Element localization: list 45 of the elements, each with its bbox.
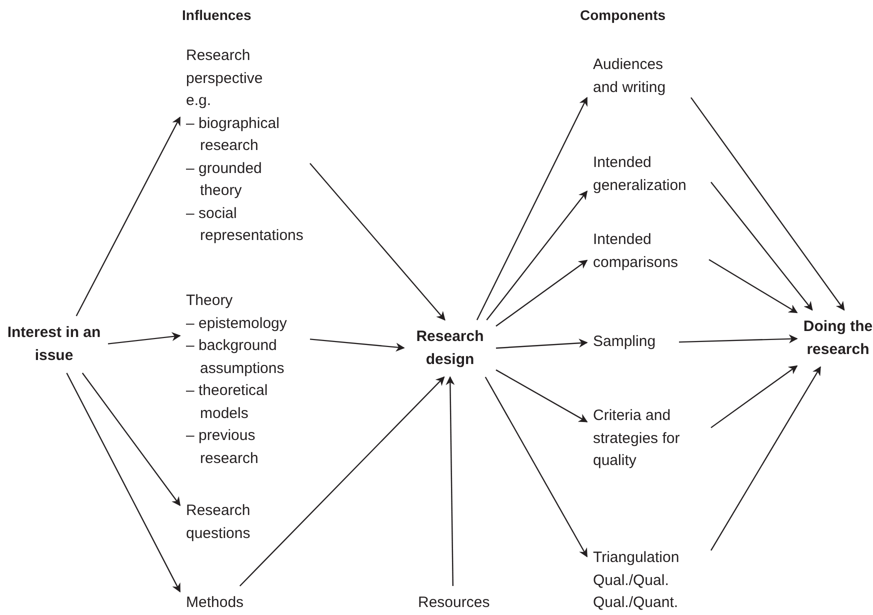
arrow bbox=[82, 372, 181, 506]
arrow bbox=[710, 366, 821, 551]
start-label: Interest in an issue bbox=[6, 323, 102, 366]
influence-text: – biographical research bbox=[186, 114, 280, 156]
influence-text: – social representations bbox=[186, 204, 304, 246]
component-text: Qual./Quant. bbox=[593, 593, 680, 613]
arrow bbox=[710, 365, 798, 428]
influence-text: e.g. bbox=[186, 91, 212, 111]
center-label: Research design bbox=[415, 327, 485, 370]
arrow bbox=[710, 182, 813, 311]
arrow bbox=[239, 376, 445, 586]
arrow bbox=[708, 259, 798, 314]
arrow bbox=[496, 338, 588, 349]
influence-text: Resources bbox=[418, 593, 488, 613]
component-text: Intended generalization bbox=[593, 153, 688, 196]
component-text: Intended comparisons bbox=[593, 230, 680, 272]
component-text: Sampling bbox=[593, 332, 657, 352]
column-heading: Influences bbox=[182, 6, 252, 25]
arrow bbox=[108, 332, 181, 344]
influence-text: Theory bbox=[186, 291, 234, 311]
end-label: Doing the research bbox=[803, 317, 873, 360]
arrow bbox=[476, 96, 588, 320]
component-text: Qual./Qual. bbox=[593, 570, 670, 590]
component-text: Audiences and writing bbox=[593, 55, 667, 98]
influence-text: – theoretical models bbox=[186, 381, 269, 424]
component-text: Criteria and strategies for quality bbox=[593, 406, 681, 471]
arrow bbox=[66, 372, 181, 592]
influence-text: – background assumptions bbox=[186, 336, 286, 378]
influence-text: – previous research bbox=[186, 426, 260, 468]
arrow bbox=[446, 376, 455, 586]
arrow bbox=[486, 190, 588, 320]
influence-text: – grounded theory bbox=[186, 158, 263, 201]
arrow bbox=[678, 334, 798, 344]
influence-text: Research questions bbox=[186, 501, 252, 544]
arrow bbox=[496, 369, 588, 422]
influence-text: Methods bbox=[186, 593, 245, 613]
arrow bbox=[310, 162, 446, 321]
arrow bbox=[310, 338, 405, 352]
column-heading: Components bbox=[580, 6, 666, 25]
arrow bbox=[76, 116, 181, 316]
arrow bbox=[496, 260, 588, 327]
arrow bbox=[690, 97, 845, 311]
influence-text: – epistemology bbox=[186, 314, 288, 334]
component-text: Triangulation bbox=[593, 548, 680, 568]
arrow bbox=[484, 376, 588, 558]
